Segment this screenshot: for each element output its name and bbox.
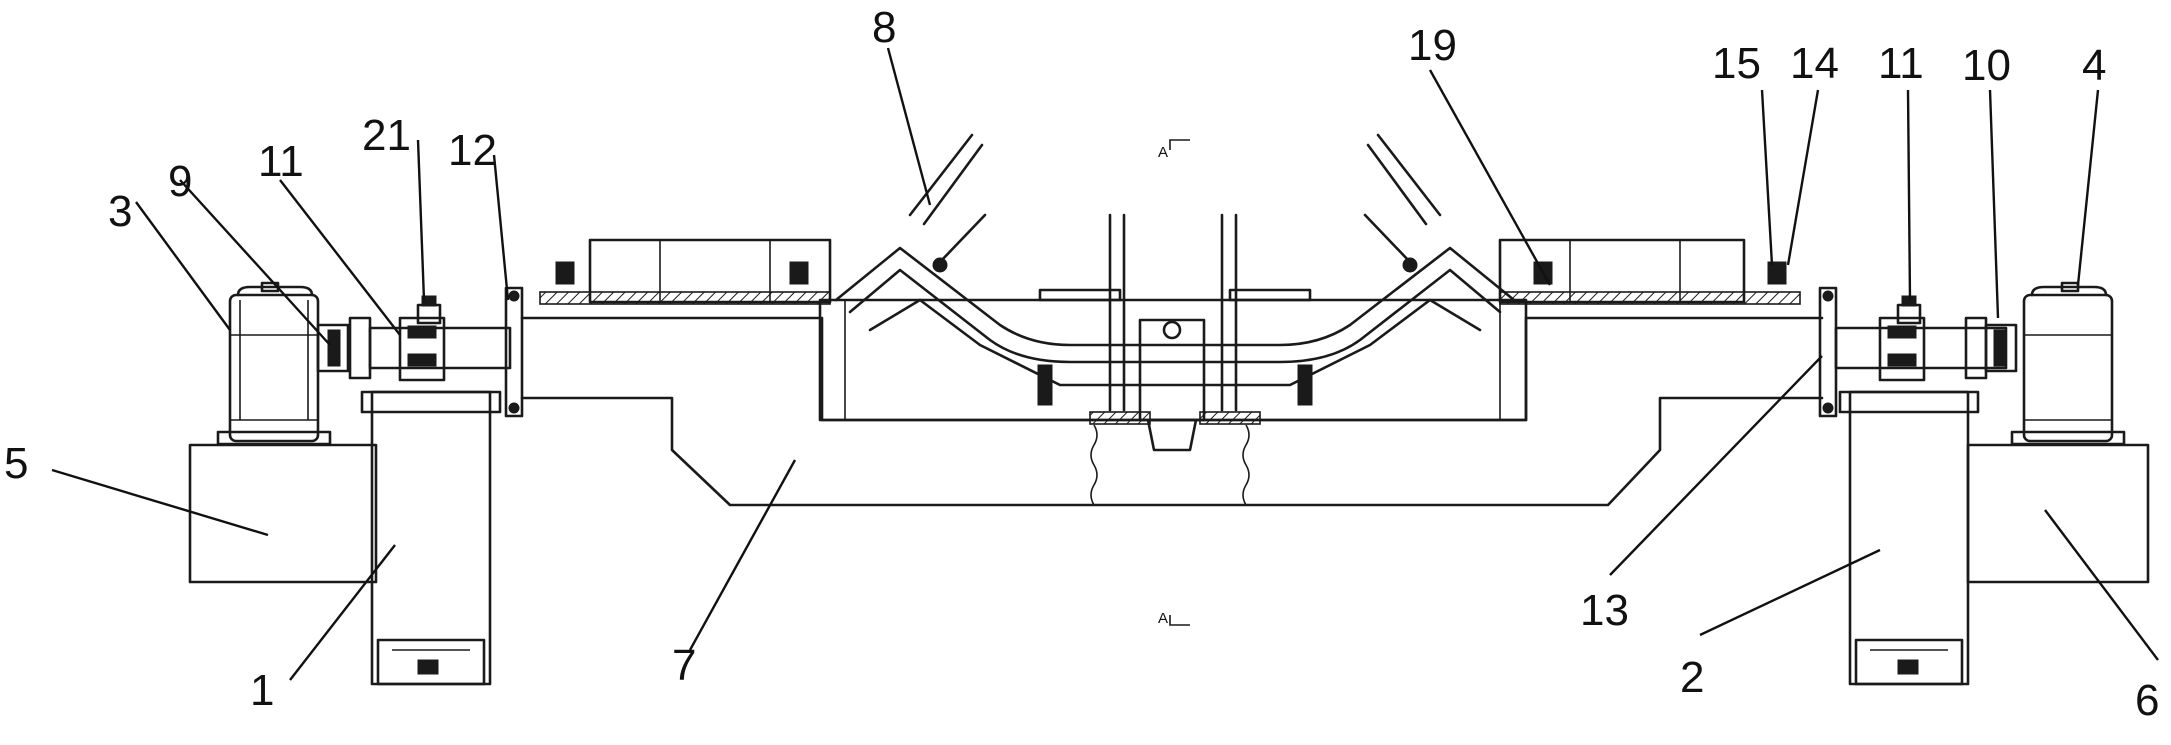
svg-text:A: A	[1158, 144, 1168, 161]
callout-6: 6	[2135, 676, 2159, 725]
callout-21: 21	[362, 111, 411, 160]
right-clamp-arm	[1363, 133, 1442, 273]
callout-14: 14	[1790, 39, 1839, 88]
right-top-rail	[1498, 238, 1801, 305]
vertical-rods	[1108, 213, 1238, 412]
left-flange-12	[504, 286, 524, 418]
callout-8: 8	[872, 3, 896, 52]
left-coupling-9	[316, 316, 372, 380]
left-bearing-block-11	[398, 316, 446, 382]
right-support-column-2	[1838, 390, 1980, 686]
right-coupling-10	[1964, 316, 2018, 380]
left-clamp-arm-8	[908, 133, 987, 273]
callout-15: 15	[1712, 39, 1761, 88]
left-support-column-1	[360, 390, 502, 686]
callout-19: 19	[1408, 21, 1457, 70]
left-valve-21	[416, 295, 442, 325]
right-shaft	[1834, 326, 2008, 370]
callout-labels: 5 3 9 11 21 12 1 7 8 19 13 15 14 11 10 4…	[4, 3, 2159, 725]
center-clamps	[1037, 288, 1313, 452]
callout-1: 1	[250, 666, 274, 715]
left-motor-3	[216, 281, 332, 446]
right-motor-4	[2010, 281, 2126, 446]
callout-5: 5	[4, 439, 28, 488]
callout-2: 2	[1680, 653, 1704, 702]
callout-3: 3	[108, 187, 132, 236]
right-drive-box-6	[1966, 443, 2150, 584]
section-mark-top: A	[1158, 139, 1190, 161]
callout-4: 4	[2082, 41, 2106, 90]
callout-11-left: 11	[258, 137, 304, 186]
left-drive-box-5	[188, 443, 378, 584]
callout-9: 9	[168, 157, 192, 206]
left-shaft	[368, 326, 512, 370]
callout-7: 7	[672, 641, 696, 690]
left-top-rail	[539, 238, 832, 305]
main-frame-7	[520, 298, 1824, 507]
leader-lines	[51, 47, 2159, 681]
center-wavy-lines	[1090, 424, 1250, 506]
callout-12: 12	[448, 126, 497, 175]
svg-text:A: A	[1158, 610, 1168, 627]
callout-11-right: 11	[1878, 39, 1924, 88]
callout-10: 10	[1962, 41, 2011, 90]
callout-13: 13	[1580, 586, 1629, 635]
center-u-cradle	[834, 246, 1516, 387]
section-mark-bottom: A	[1158, 610, 1190, 627]
right-bearing-block-11	[1878, 295, 1926, 382]
